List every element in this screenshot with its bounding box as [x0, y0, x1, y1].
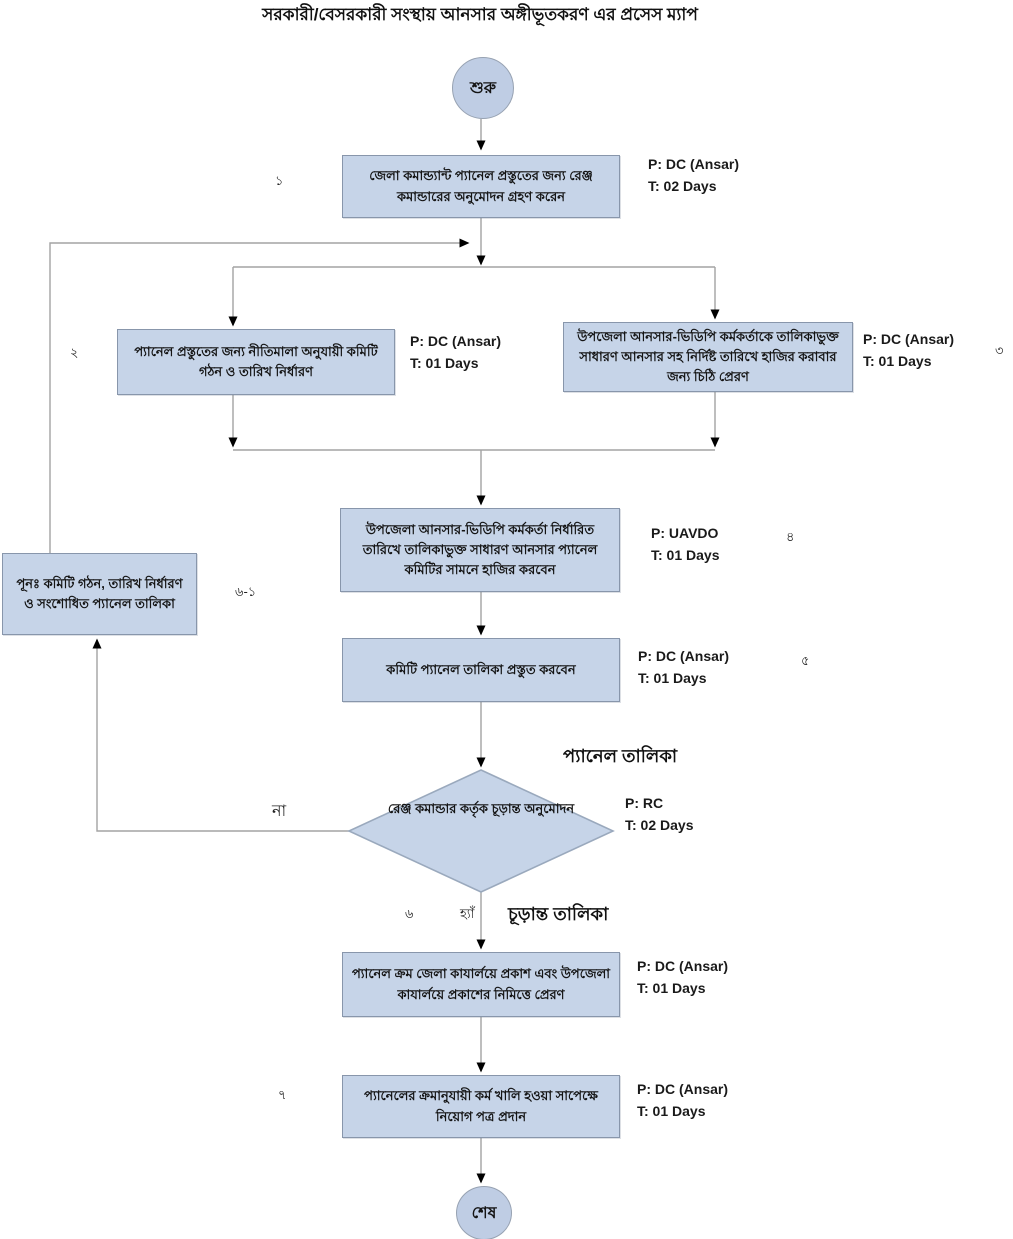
- annotation-step3-performer: P: DC (Ansar): [863, 331, 955, 347]
- decision-text: রেঞ্জ কমান্ডার কর্তৃক চূড়ান্ত অনুমোদন: [387, 801, 575, 816]
- step-number-6: ৬: [405, 906, 414, 921]
- step-number-6-1: ৬-১: [235, 584, 257, 599]
- process-box-6: প্যানেল ক্রম জেলা কাযার্লয়ে প্রকাশ এবং …: [342, 952, 620, 1017]
- annotation-step5-performer: P: DC (Ansar): [638, 648, 730, 664]
- panel-list-label: প্যানেল তালিকা: [563, 746, 678, 766]
- annotation-step1-time: T: 02 Days: [648, 178, 717, 194]
- annotation-step2-performer: P: DC (Ansar): [410, 333, 502, 349]
- annotation-step3: P: DC (Ansar) T: 01 Days: [863, 328, 954, 372]
- annotation-decision: P: RC T: 02 Days: [625, 792, 693, 836]
- process-box-1-text: জেলা কমান্ড্যান্ট প্যানেল প্রস্তুতের জন্…: [369, 168, 593, 204]
- annotation-step2-time: T: 01 Days: [410, 355, 479, 371]
- annotation-decision-performer: P: RC: [625, 795, 664, 811]
- annotation-step7: P: DC (Ansar) T: 01 Days: [637, 1078, 728, 1122]
- rework-box: পূনঃ কমিটি গঠন, তারিখ নির্ধারণ ও সংশোধিত…: [2, 553, 197, 635]
- process-box-3-text: উপজেলা আনসার-ভিডিপি কর্মকর্তাকে তালিকাভু…: [577, 328, 839, 385]
- annotation-step7-performer: P: DC (Ansar): [637, 1081, 729, 1097]
- page-title: সরকারী/বেসরকারী সংস্থায় আনসার অঙ্গীভূতক…: [262, 5, 698, 24]
- rework-box-text: পূনঃ কমিটি গঠন, তারিখ নির্ধারণ ও সংশোধিত…: [16, 575, 183, 611]
- yes-branch-label: হ্যাঁ: [460, 906, 475, 921]
- process-box-4-text: উপজেলা আনসার-ভিডিপি কর্মকর্তা নির্ধারিত …: [362, 521, 598, 578]
- annotation-step6-performer: P: DC (Ansar): [637, 958, 729, 974]
- no-branch-label: না: [272, 803, 287, 820]
- edge-rework-feedback: [49, 238, 470, 553]
- end-label: শেষ: [471, 1204, 497, 1222]
- annotation-step4-performer: P: UAVDO: [651, 525, 719, 541]
- step-number-7: ৭: [278, 1087, 287, 1102]
- end-node: শেষ: [456, 1186, 512, 1239]
- annotation-step6: P: DC (Ansar) T: 01 Days: [637, 955, 728, 999]
- step-number-2: ২: [70, 345, 79, 360]
- annotation-step7-time: T: 01 Days: [637, 1103, 706, 1119]
- annotation-step3-time: T: 01 Days: [863, 353, 932, 369]
- annotation-step4-time: T: 01 Days: [651, 547, 720, 563]
- annotation-step5: P: DC (Ansar) T: 01 Days: [638, 645, 729, 689]
- process-box-7-text: প্যানেলের ক্রমানুযায়ী কর্ম খালি হওয়া স…: [364, 1088, 598, 1124]
- step-number-4: ৪: [786, 529, 795, 544]
- process-box-7: প্যানেলের ক্রমানুযায়ী কর্ম খালি হওয়া স…: [342, 1075, 620, 1138]
- annotation-step4: P: UAVDO T: 01 Days: [651, 522, 719, 566]
- process-box-4: উপজেলা আনসার-ভিডিপি কর্মকর্তা নির্ধারিত …: [340, 508, 620, 592]
- annotation-step2: P: DC (Ansar) T: 01 Days: [410, 330, 501, 374]
- annotation-step6-time: T: 01 Days: [637, 980, 706, 996]
- process-box-6-text: প্যানেল ক্রম জেলা কাযার্লয়ে প্রকাশ এবং …: [351, 966, 611, 1002]
- annotation-decision-time: T: 02 Days: [625, 817, 694, 833]
- step-number-1: ১: [275, 173, 284, 188]
- step-number-5: ৫: [801, 653, 810, 668]
- final-list-label: চূড়ান্ত তালিকা: [508, 904, 609, 924]
- process-box-3: উপজেলা আনসার-ভিডিপি কর্মকর্তাকে তালিকাভু…: [563, 322, 853, 392]
- process-box-5-text: কমিটি প্যানেল তালিকা প্রস্তুত করবেন: [386, 661, 576, 677]
- start-label: শুরু: [469, 79, 497, 97]
- step-number-3: ৩: [995, 343, 1004, 358]
- process-box-2-text: প্যানেল প্রস্তুতের জন্য নীতিমালা অনুযায়…: [134, 343, 378, 379]
- start-node: শুরু: [452, 57, 514, 119]
- annotation-step5-time: T: 01 Days: [638, 670, 707, 686]
- decision-diamond: [347, 769, 615, 893]
- process-box-5: কমিটি প্যানেল তালিকা প্রস্তুত করবেন: [342, 638, 620, 702]
- annotation-step1: P: DC (Ansar) T: 02 Days: [648, 153, 739, 197]
- process-box-1: জেলা কমান্ড্যান্ট প্যানেল প্রস্তুতের জন্…: [342, 155, 620, 218]
- process-box-2: প্যানেল প্রস্তুতের জন্য নীতিমালা অনুযায়…: [117, 329, 395, 395]
- annotation-step1-performer: P: DC (Ansar): [648, 156, 740, 172]
- edge-decision-no: [92, 638, 349, 832]
